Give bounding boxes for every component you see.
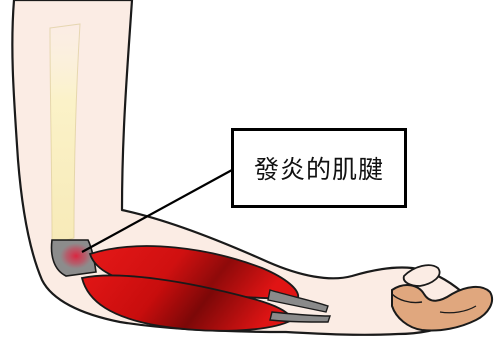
inflammation-marker (60, 243, 92, 269)
inflamed-tendon-label: 發炎的肌腱 (254, 150, 384, 186)
callout-box: 發炎的肌腱 (231, 128, 407, 208)
